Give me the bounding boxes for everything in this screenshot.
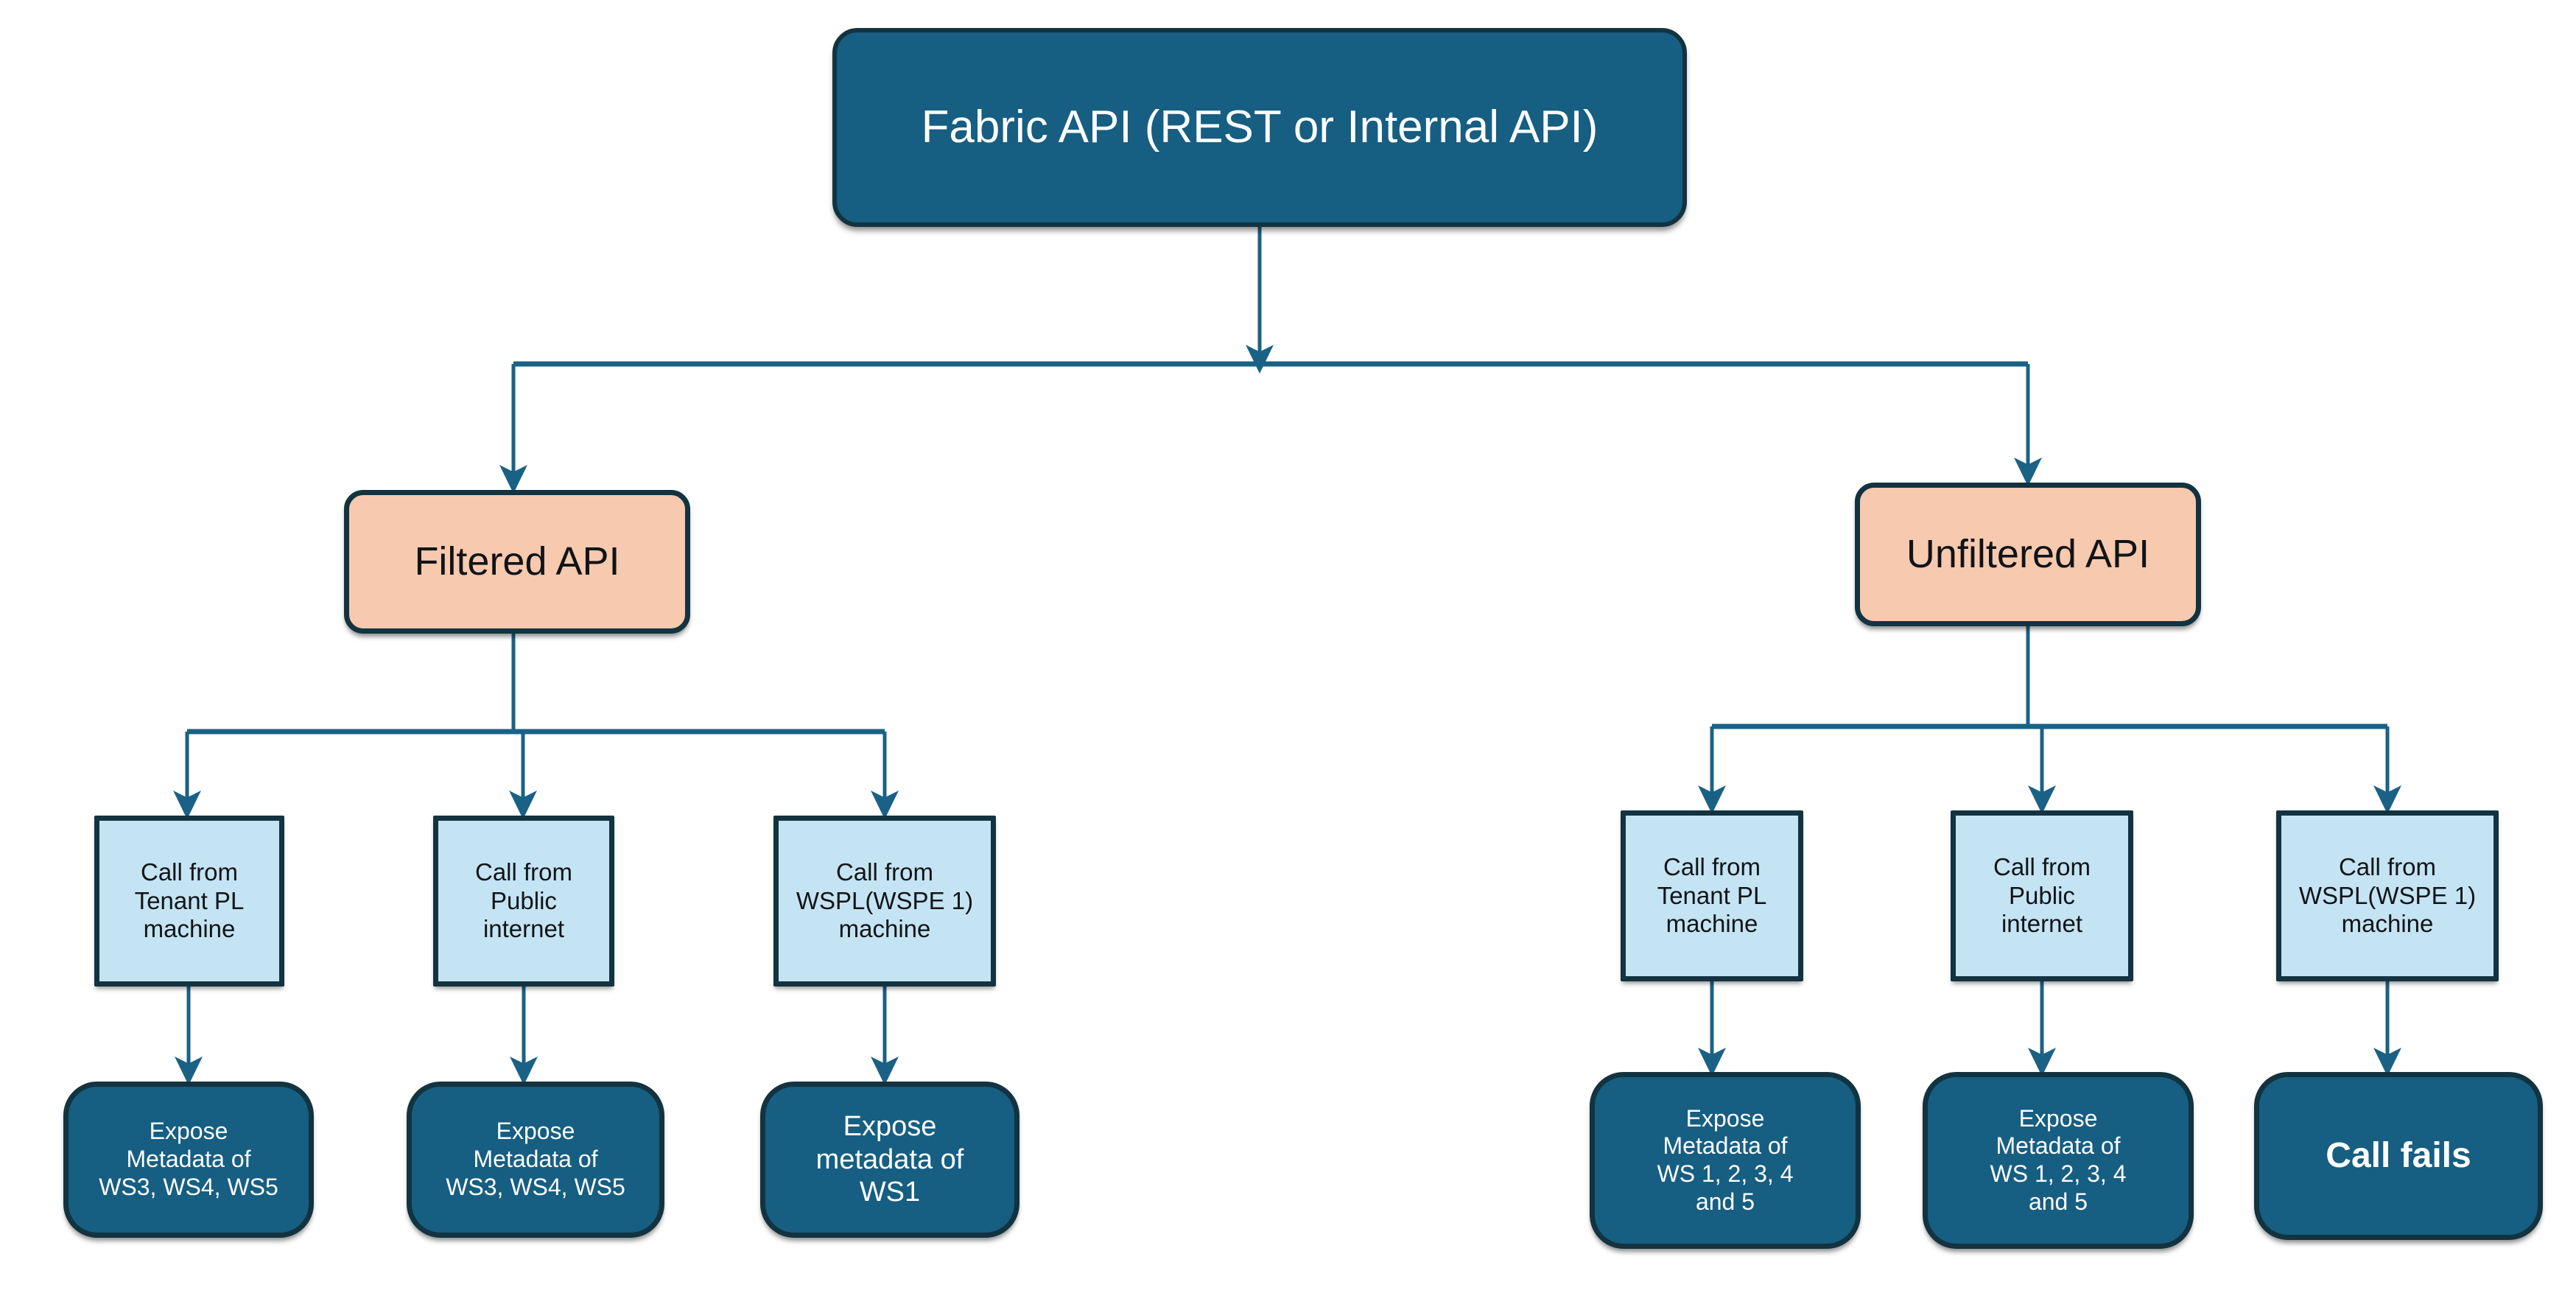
node-unfiltered-api[interactable]: Unfiltered API [1855,483,2201,626]
node-unfiltered-call-wspl[interactable]: Call from WSPL(WSPE 1) machine [2276,810,2499,981]
node-filtered-result-wspl[interactable]: Expose metadata of WS1 [760,1082,1019,1238]
node-unfiltered-result-public-internet[interactable]: Expose Metadata of WS 1, 2, 3, 4 and 5 [1923,1072,2194,1249]
node-filtered-result-tenant-pl[interactable]: Expose Metadata of WS3, WS4, WS5 [63,1082,314,1238]
node-filtered-call-tenant-pl[interactable]: Call from Tenant PL machine [94,816,284,987]
node-unfiltered-result-tenant-pl[interactable]: Expose Metadata of WS 1, 2, 3, 4 and 5 [1590,1072,1861,1249]
node-unfiltered-call-tenant-pl[interactable]: Call from Tenant PL machine [1621,810,1803,981]
node-unfiltered-result-call-fails[interactable]: Call fails [2254,1072,2543,1240]
node-unfiltered-call-public-internet[interactable]: Call from Public internet [1951,810,2133,981]
node-fabric-api[interactable]: Fabric API (REST or Internal API) [832,28,1687,227]
node-filtered-call-wspl[interactable]: Call from WSPL(WSPE 1) machine [773,816,996,987]
node-filtered-api[interactable]: Filtered API [344,490,690,634]
node-filtered-result-public-internet[interactable]: Expose Metadata of WS3, WS4, WS5 [407,1082,664,1238]
node-filtered-call-public-internet[interactable]: Call from Public internet [433,816,614,987]
